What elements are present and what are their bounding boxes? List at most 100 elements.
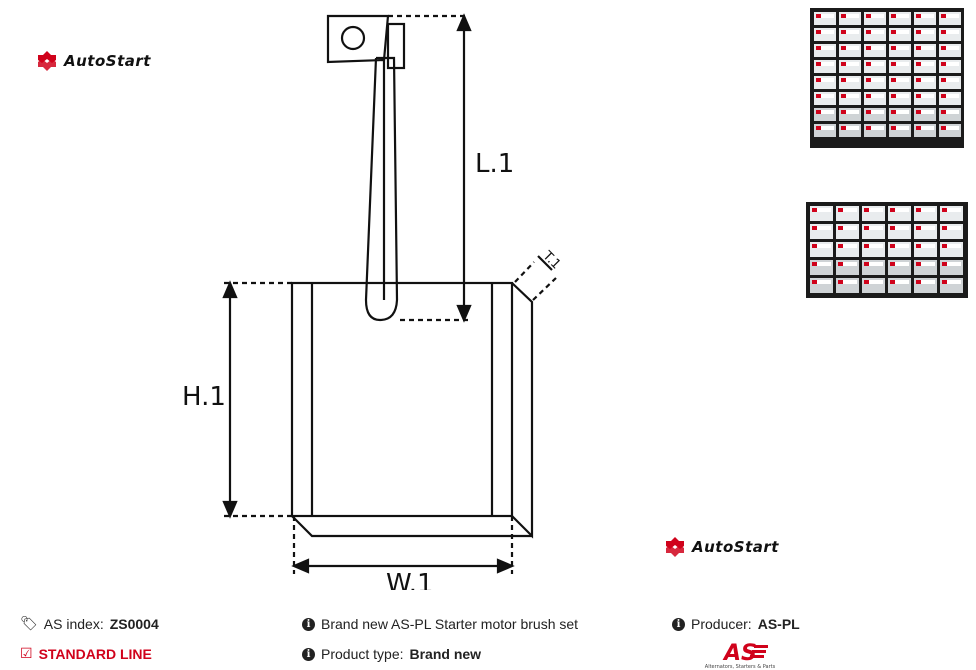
drawer-label — [864, 280, 883, 284]
autostart-logo-bottom: AutoStart — [664, 536, 779, 558]
drawer-label — [941, 46, 959, 50]
drawer-label-mark — [890, 208, 895, 212]
drawer-label-mark — [866, 110, 871, 114]
drawer-label — [841, 126, 859, 130]
drawer-label-mark — [838, 226, 843, 230]
drawer-label-mark — [942, 262, 947, 266]
drawer-label — [841, 94, 859, 98]
info-circle-icon: i — [672, 617, 685, 631]
drawer-label-mark — [864, 280, 869, 284]
drawer-label — [891, 30, 909, 34]
drawer — [864, 60, 886, 73]
drawer — [914, 44, 936, 57]
drawer-label — [866, 78, 884, 82]
product-type: i Product type: Brand new — [302, 646, 481, 662]
drawer-label-mark — [891, 94, 896, 98]
drawer — [939, 12, 961, 25]
drawer-label — [941, 62, 959, 66]
check-square-icon: ☑ — [20, 646, 33, 662]
drawer — [914, 60, 936, 73]
drawer-label-mark — [838, 280, 843, 284]
drawer — [839, 124, 861, 137]
drawer — [939, 124, 961, 137]
drawer-label-mark — [841, 62, 846, 66]
drawer-label — [891, 126, 909, 130]
drawer — [939, 108, 961, 121]
drawer-label-mark — [916, 244, 921, 248]
autostart-logo-top: AutoStart — [36, 50, 151, 72]
product-type-label: Product type: — [321, 646, 404, 662]
drawer-label-mark — [916, 14, 921, 18]
drawer-label — [866, 94, 884, 98]
drawer-label — [941, 78, 959, 82]
drawer-label — [816, 46, 834, 50]
drawer-label — [916, 262, 935, 266]
drawer-label-mark — [942, 244, 947, 248]
drawer-label-mark — [841, 14, 846, 18]
drawer-label-mark — [942, 208, 947, 212]
as-pl-logo: AS Alternators, Starters & Parts — [705, 641, 776, 670]
drawer — [814, 60, 836, 73]
drawer-label — [942, 262, 961, 266]
drawer-label-mark — [942, 226, 947, 230]
producer-value: AS-PL — [757, 616, 800, 632]
drawer-label — [812, 208, 831, 212]
info-circle-icon: i — [302, 647, 315, 661]
drawer-label-mark — [916, 110, 921, 114]
drawer-label — [864, 262, 883, 266]
autostart-mark-icon — [38, 51, 56, 71]
drawer-label — [841, 14, 859, 18]
product-cabinet-photo — [806, 6, 968, 298]
drawer-label — [916, 62, 934, 66]
drawer-label — [841, 110, 859, 114]
drawer-label — [890, 226, 909, 230]
drawer — [889, 76, 911, 89]
info-circle-icon: i — [302, 617, 315, 631]
drawer-label — [841, 78, 859, 82]
drawer-label — [942, 244, 961, 248]
drawer — [939, 60, 961, 73]
drawer-label-mark — [941, 94, 946, 98]
drawer-label — [866, 62, 884, 66]
drawer-label-mark — [916, 262, 921, 266]
drawer-label — [916, 110, 934, 114]
as-logo-tagline: Alternators, Starters & Parts — [705, 664, 776, 670]
drawer-label — [841, 46, 859, 50]
drawer-label — [816, 14, 834, 18]
drawer-label-mark — [941, 46, 946, 50]
as-logo-text: AS — [722, 641, 757, 666]
drawer-label — [941, 110, 959, 114]
producer: i Producer: AS-PL — [672, 616, 800, 632]
drawer-label-mark — [941, 30, 946, 34]
logo-text: AutoStart — [64, 52, 151, 70]
drawer-label — [864, 208, 883, 212]
drawer-label-mark — [866, 62, 871, 66]
tag-icon: 🏷︎ — [20, 616, 38, 632]
drawer-label — [866, 14, 884, 18]
drawer-label-mark — [916, 46, 921, 50]
drawer-label — [838, 280, 857, 284]
label-length: L.1 — [475, 149, 514, 179]
drawer-label — [838, 208, 857, 212]
drawer-label — [916, 208, 935, 212]
drawer — [814, 28, 836, 41]
drawer-label — [838, 226, 857, 230]
drawer-label-mark — [890, 226, 895, 230]
drawer-label — [916, 14, 934, 18]
drawer — [939, 76, 961, 89]
drawer-label-mark — [891, 78, 896, 82]
drawer-label — [864, 244, 883, 248]
drawer-label-mark — [864, 208, 869, 212]
drawer-label — [916, 30, 934, 34]
drawer-label — [816, 78, 834, 82]
drawer-label-mark — [812, 208, 817, 212]
drawer-label-mark — [866, 46, 871, 50]
drawer — [814, 44, 836, 57]
cabinet-drawers-bottom — [810, 206, 963, 293]
drawer-label-mark — [866, 126, 871, 130]
drawer-label-mark — [866, 14, 871, 18]
drawer — [839, 44, 861, 57]
drawer-label — [916, 244, 935, 248]
drawer-label-mark — [866, 94, 871, 98]
drawer-label — [891, 110, 909, 114]
